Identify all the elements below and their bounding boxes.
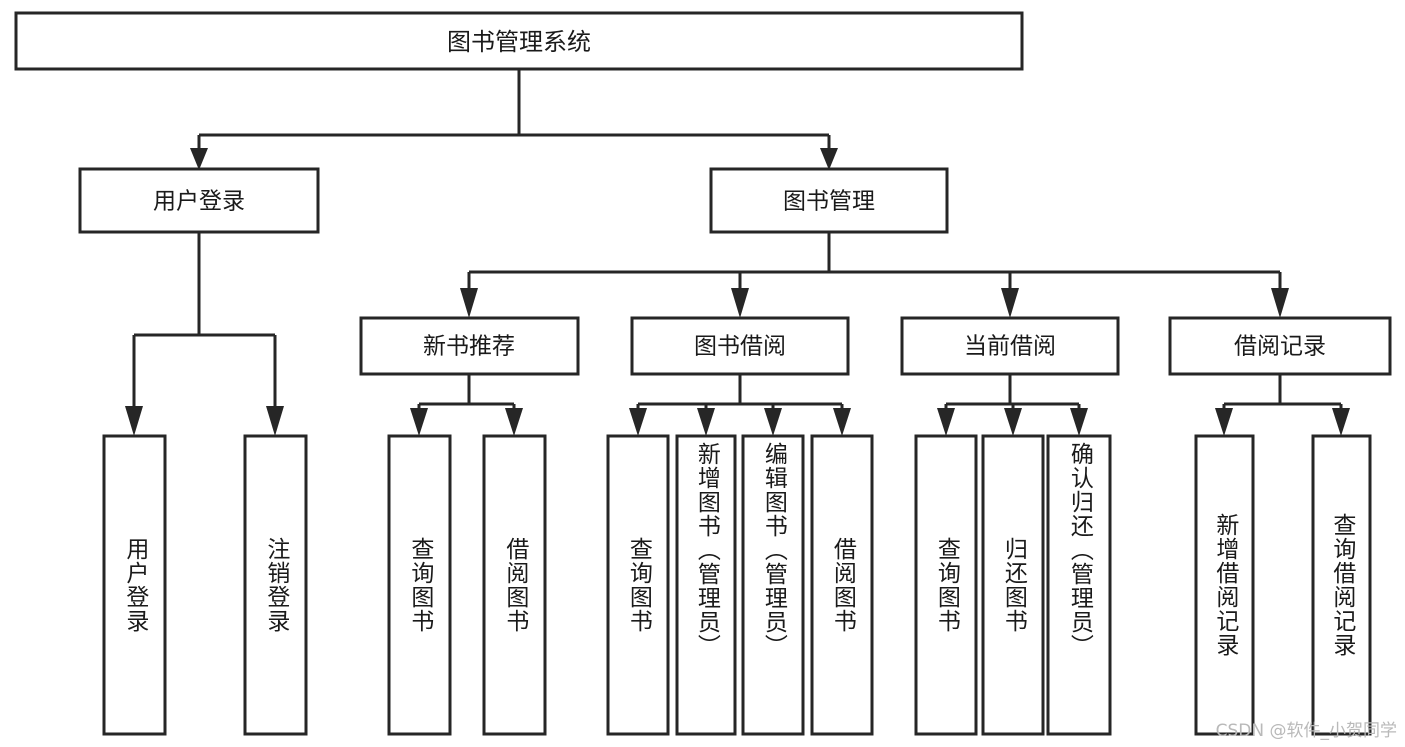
arrow-head-book-manage — [820, 148, 838, 170]
node-return-book-box[interactable] — [981, 434, 1045, 736]
arrow-head-user-login — [190, 148, 208, 170]
node-user-login-label: 用户登录 — [153, 189, 245, 215]
node-add-borrow-record-box[interactable] — [1194, 434, 1255, 736]
node-new-book-recommend[interactable]: 新书推荐 — [359, 316, 580, 376]
node-add-book-admin-box[interactable] — [675, 434, 737, 736]
arrow-head-query-borrow-record — [1332, 408, 1350, 436]
node-book-manage-label: 图书管理 — [783, 189, 875, 215]
arrow-head-query-book-2 — [629, 408, 647, 436]
arrow-head-borrow-record — [1271, 288, 1289, 318]
node-new-book-recommend-box[interactable] — [359, 316, 580, 376]
arrow-head-borrow-book-2 — [833, 408, 851, 436]
node-query-book-1-box[interactable] — [387, 434, 452, 736]
node-user-login-box[interactable] — [78, 167, 320, 234]
arrow-head-book-borrow — [731, 288, 749, 318]
node-user-logout-box[interactable] — [243, 434, 308, 736]
node-borrow-book-2-box[interactable] — [810, 434, 874, 736]
node-borrow-record-label: 借阅记录 — [1234, 334, 1326, 360]
node-book-borrow-label: 图书借阅 — [694, 334, 786, 360]
node-confirm-return-admin-box[interactable] — [1046, 434, 1112, 736]
node-user-login-do-box[interactable] — [102, 434, 167, 736]
node-book-manage[interactable]: 图书管理 — [709, 167, 949, 234]
node-new-book-recommend-label: 新书推荐 — [423, 334, 515, 360]
csdn-watermark: CSDN @软件_小贺同学 — [1215, 721, 1397, 741]
node-root-box[interactable] — [14, 11, 1024, 71]
node-query-book-2-box[interactable] — [606, 434, 670, 736]
node-borrow-book-1-box[interactable] — [482, 434, 547, 736]
arrow-head-borrow-book-1 — [505, 408, 523, 436]
node-current-borrow[interactable]: 当前借阅 — [900, 316, 1120, 376]
node-book-manage-box[interactable] — [709, 167, 949, 234]
arrow-head-add-book-admin — [697, 408, 715, 436]
arrow-head-add-borrow-record — [1215, 408, 1233, 436]
arrow-head-user-login-do — [125, 406, 143, 436]
arrow-head-user-logout — [266, 406, 284, 436]
arrow-head-query-book-1 — [410, 408, 428, 436]
arrow-head-new-book-recommend — [460, 288, 478, 318]
node-edit-book-admin-box[interactable] — [741, 434, 805, 736]
arrow-head-confirm-return-admin — [1070, 408, 1088, 436]
node-book-borrow[interactable]: 图书借阅 — [630, 316, 850, 376]
node-current-borrow-box[interactable] — [900, 316, 1120, 376]
arrow-head-return-book — [1004, 408, 1022, 436]
arrow-head-edit-book-admin — [764, 408, 782, 436]
node-root[interactable]: 图书管理系统 — [14, 11, 1024, 71]
node-user-login[interactable]: 用户登录 — [78, 167, 320, 234]
arrow-head-query-book-3 — [937, 408, 955, 436]
node-root-label: 图书管理系统 — [447, 28, 591, 56]
node-borrow-record-box[interactable] — [1168, 316, 1392, 376]
node-query-borrow-record-box[interactable] — [1311, 434, 1372, 736]
connector-layer — [125, 69, 1350, 436]
node-current-borrow-label: 当前借阅 — [964, 334, 1056, 360]
node-layer: 图书管理系统 用户登录 图书管理 新书推荐 图书借阅 — [14, 11, 1392, 736]
arrow-head-current-borrow — [1001, 288, 1019, 318]
node-book-borrow-box[interactable] — [630, 316, 850, 376]
node-query-book-3-box[interactable] — [914, 434, 978, 736]
node-borrow-record[interactable]: 借阅记录 — [1168, 316, 1392, 376]
